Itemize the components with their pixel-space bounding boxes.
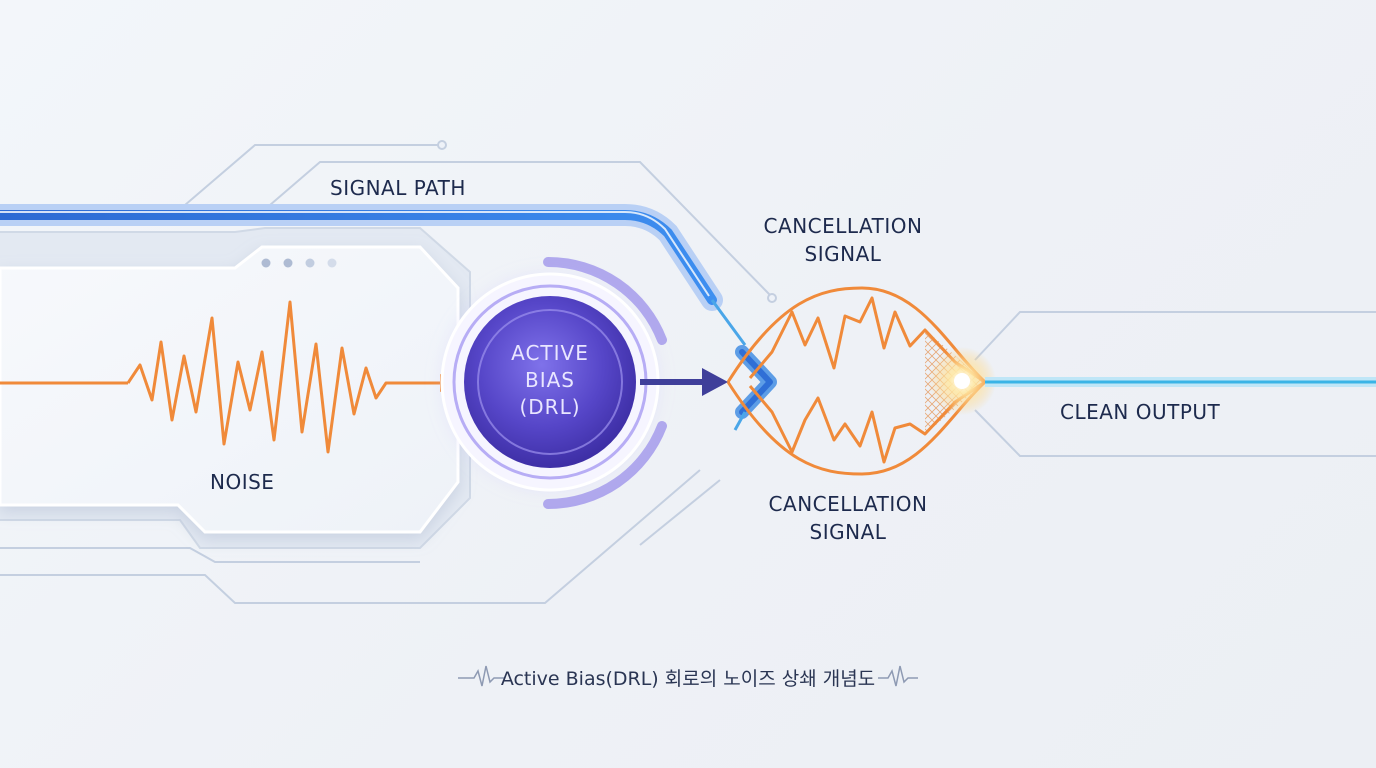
cancel-top-line1: CANCELLATION — [763, 214, 923, 238]
node-arc-top — [543, 256, 667, 345]
cancellation-signal-bottom-label: CANCELLATION SIGNAL — [753, 490, 943, 546]
cancellation-signal-top-label: CANCELLATION SIGNAL — [748, 212, 938, 268]
caption-pulse-left-icon — [458, 665, 505, 687]
cancel-top-line2: SIGNAL — [804, 242, 882, 266]
cancellation-wave-bottom — [748, 380, 986, 464]
signal-path-label: SIGNAL PATH — [330, 176, 466, 200]
circuit-traces — [0, 140, 1376, 604]
node-arc-bottom — [543, 421, 667, 510]
active-bias-node — [464, 296, 636, 468]
noise-waveform — [126, 300, 440, 454]
caption-text: Active Bias(DRL) 회로의 노이즈 상쇄 개념도 — [500, 668, 876, 690]
cancellation-wave-top — [748, 296, 986, 384]
cancellation-envelope-bottom — [726, 380, 987, 476]
clean-output-label: CLEAN OUTPUT — [1060, 400, 1221, 424]
node-label-line1: ACTIVE — [511, 341, 589, 365]
cancel-bottom-line1: CANCELLATION — [768, 492, 928, 516]
cancellation-envelope-top — [726, 286, 987, 384]
noise-label: NOISE — [210, 470, 275, 494]
active-bias-node-label: ACTIVE BIAS (DRL) — [480, 340, 620, 421]
caption: Active Bias(DRL) 회로의 노이즈 상쇄 개념도 — [0, 664, 1376, 691]
node-label-line3: (DRL) — [519, 395, 581, 419]
cancel-bottom-line2: SIGNAL — [809, 520, 887, 544]
node-label-line2: BIAS — [525, 368, 575, 392]
caption-pulse-right-icon — [878, 665, 918, 687]
noise-panel — [0, 245, 460, 534]
panel-dots — [261, 258, 337, 268]
